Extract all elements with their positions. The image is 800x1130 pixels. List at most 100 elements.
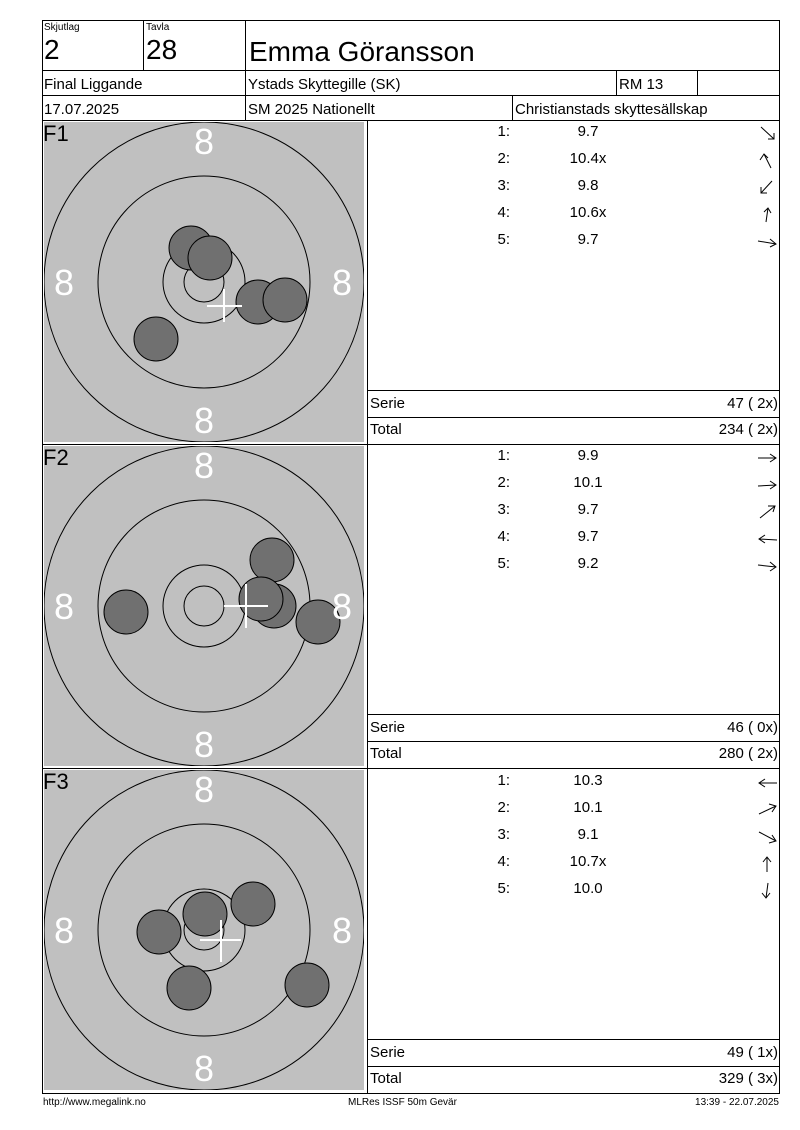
shot-value: 10.7x [569, 853, 607, 870]
shot-hole [103, 589, 149, 635]
ring-label-bottom: 8 [194, 1048, 214, 1089]
shot-hole [295, 599, 341, 645]
shot-value: 9.7 [577, 123, 599, 140]
shot-number: 1: [497, 772, 510, 789]
shot-hole [284, 962, 330, 1008]
serie-value: 49 ( 1x) [727, 1044, 778, 1061]
ring-label-bottom: 8 [194, 724, 214, 765]
shot-value: 9.7 [577, 528, 599, 545]
shot-number: 4: [497, 204, 510, 221]
shot-hole [166, 965, 212, 1011]
ring-label-right: 8 [332, 262, 352, 303]
target-card: 8 8 8 8 [43, 121, 365, 443]
shot-value: 10.3 [573, 772, 603, 789]
shot-value: 9.8 [577, 177, 599, 194]
ring-label-left: 8 [54, 262, 74, 303]
total-label: Total [370, 1070, 402, 1087]
shot-value: 9.2 [577, 555, 599, 572]
target-card: 8 8 8 8 [43, 445, 365, 767]
ring-label-right: 8 [332, 910, 352, 951]
shot-value: 9.9 [577, 447, 599, 464]
footer-timestamp: 13:39 - 22.07.2025 [695, 1097, 779, 1108]
total-label: Total [370, 745, 402, 762]
ring-label-bottom: 8 [194, 400, 214, 441]
arrow-down-right-icon [758, 831, 777, 844]
squad-value: 2 [44, 34, 60, 65]
arrow-left-icon [758, 534, 778, 544]
total-value: 234 ( 2x) [718, 421, 778, 438]
total-value: 280 ( 2x) [718, 745, 778, 762]
shot-hole [249, 537, 295, 583]
series-label: F2 [43, 445, 69, 470]
target-svg: 8 8 8 8 [43, 121, 365, 443]
shot-hole [136, 909, 182, 955]
shot-number: 5: [497, 555, 510, 572]
serie-label: Serie [370, 395, 406, 412]
arrow-down-left-icon [760, 180, 773, 194]
arrow-down-right-icon [760, 126, 775, 140]
serie-value: 47 ( 2x) [727, 395, 778, 412]
target-ring [183, 585, 225, 627]
shot-number: 2: [497, 150, 510, 167]
target-ring [97, 823, 311, 1037]
date: 17.07.2025 [44, 101, 120, 118]
footer-software: MLRes ISSF 50m Gevär [348, 1097, 457, 1108]
shot-value: 9.7 [577, 231, 599, 248]
shot-hole [133, 316, 179, 362]
shot-hole [182, 891, 228, 937]
shot-number: 4: [497, 528, 510, 545]
serie-label: Serie [370, 1044, 406, 1061]
shot-hole [187, 235, 233, 281]
serie-label: Serie [370, 719, 406, 736]
shot-number: 5: [497, 880, 510, 897]
target-svg: 8 8 8 8 [43, 445, 365, 767]
arrow-up-right-icon [758, 803, 777, 815]
footer-url[interactable]: http://www.megalink.no [43, 1097, 146, 1108]
shot-hole [238, 576, 284, 622]
arrow-up-right-icon [759, 505, 776, 519]
lane-label: Tavla [146, 22, 170, 33]
class-name: RM 13 [619, 76, 664, 93]
ring-label-top: 8 [194, 122, 214, 162]
target-card: 8 8 8 8 [43, 769, 365, 1091]
shot-value: 9.1 [577, 826, 599, 843]
event-name: Final Liggande [44, 76, 143, 93]
arrow-right-icon [757, 561, 777, 572]
target-ring [43, 121, 365, 443]
arrow-right-icon [757, 238, 777, 248]
arrow-down-icon [761, 882, 771, 899]
shot-number: 3: [497, 826, 510, 843]
shot-number: 1: [497, 447, 510, 464]
arrow-left-icon [758, 778, 777, 788]
shot-hole [230, 881, 276, 927]
ring-label-right: 8 [332, 586, 352, 627]
arrow-right-icon [757, 480, 777, 490]
shot-value: 10.4x [569, 150, 607, 167]
series-label: F3 [43, 769, 69, 794]
arrow-up-icon [763, 207, 772, 223]
ring-label-left: 8 [54, 586, 74, 627]
series-label: F1 [43, 121, 69, 146]
serie-value: 46 ( 0x) [727, 719, 778, 736]
shooter-name: Emma Göransson [249, 36, 475, 67]
shot-number: 2: [497, 474, 510, 491]
target-svg: 8 8 8 8 [43, 769, 365, 1091]
club-name: Ystads Skyttegille (SK) [248, 76, 401, 93]
shot-number: 5: [497, 231, 510, 248]
shot-value: 9.7 [577, 501, 599, 518]
shot-value: 10.6x [569, 204, 607, 221]
total-value: 329 ( 3x) [718, 1070, 778, 1087]
arrow-right-icon [758, 453, 777, 463]
shot-number: 2: [497, 799, 510, 816]
squad-label: Skjutlag [44, 22, 80, 33]
arrow-up-left-icon [759, 153, 772, 169]
competition-name: SM 2025 Nationellt [248, 101, 375, 118]
shot-hole [262, 277, 308, 323]
shot-value: 10.1 [573, 474, 603, 491]
shot-number: 4: [497, 853, 510, 870]
arrow-up-icon [762, 856, 772, 872]
organizer-name: Christianstads skyttesällskap [515, 101, 708, 118]
lane-value: 28 [146, 34, 178, 65]
shot-value: 10.0 [573, 880, 603, 897]
total-label: Total [370, 421, 402, 438]
